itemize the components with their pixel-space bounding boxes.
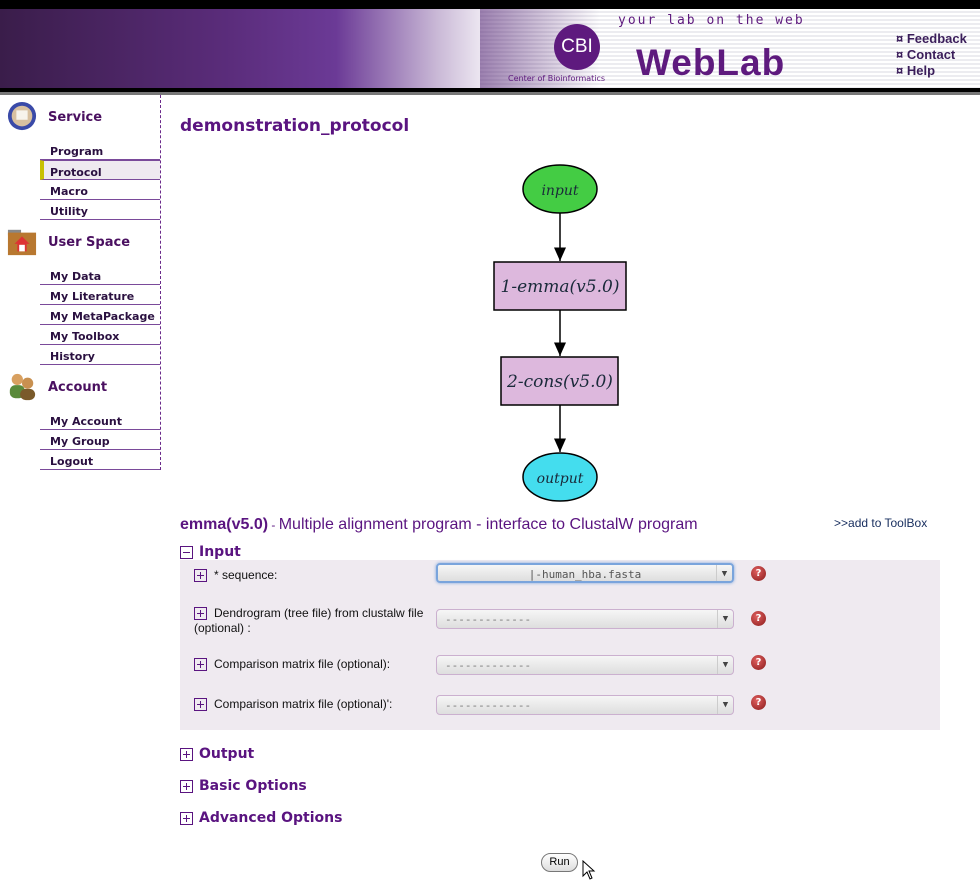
add-to-toolbox-link[interactable]: >>add to ToolBox bbox=[834, 516, 928, 530]
app-name: WebLab bbox=[636, 42, 786, 83]
lab-photo-banner bbox=[0, 9, 560, 88]
header-divider bbox=[0, 92, 980, 95]
expand-icon[interactable] bbox=[194, 698, 207, 712]
advanced-options-toggle[interactable]: Advanced Options bbox=[180, 810, 342, 826]
select-value: ------------- bbox=[445, 613, 532, 626]
flow-node-output[interactable] bbox=[522, 452, 598, 502]
expand-icon bbox=[180, 811, 193, 825]
sidebar-section-service: Service bbox=[48, 110, 103, 125]
flow-label: 2-cons(v5.0) bbox=[506, 372, 613, 392]
section-label: Advanced Options bbox=[199, 810, 343, 826]
chevron-down-icon: ▼ bbox=[717, 656, 733, 674]
cbi-ring-text: Center of Bioinformatics bbox=[508, 74, 606, 83]
sidebar-item-my-data[interactable]: My Data bbox=[40, 265, 160, 285]
help-icon[interactable]: ? bbox=[751, 695, 766, 710]
sidebar-item-utility[interactable]: Utility bbox=[40, 200, 160, 220]
tagline: your lab on the web bbox=[618, 13, 805, 28]
flow-node-input[interactable] bbox=[522, 164, 598, 214]
flow-label: output bbox=[537, 471, 584, 487]
help-icon[interactable]: ? bbox=[751, 655, 766, 670]
flow-node-cons[interactable] bbox=[500, 356, 619, 406]
dendrogram-select[interactable]: ------------- ▼ bbox=[436, 609, 734, 629]
protocol-flow-diagram: input 1-emma(v5.0) 2-cons(v5.0) output bbox=[493, 164, 627, 502]
sidebar-item-program[interactable]: Program bbox=[40, 140, 160, 160]
param-matrix2-label: Comparison matrix file (optional)': bbox=[194, 697, 430, 712]
matrix2-select[interactable]: ------------- ▼ bbox=[436, 695, 734, 715]
expand-icon bbox=[180, 747, 193, 761]
help-icon[interactable]: ? bbox=[751, 566, 766, 581]
section-label: Input bbox=[199, 544, 241, 560]
sidebar-section-user-space: User Space bbox=[48, 235, 131, 250]
bullet-icon: ¤ bbox=[896, 47, 904, 62]
expand-icon bbox=[180, 779, 193, 793]
cbi-logo: CBI bbox=[554, 24, 600, 70]
input-section-toggle[interactable]: Input bbox=[180, 544, 241, 560]
chevron-down-icon: ▼ bbox=[717, 696, 733, 714]
flow-label: input bbox=[541, 183, 578, 199]
users-icon bbox=[9, 373, 36, 401]
sidebar-item-macro[interactable]: Macro bbox=[40, 180, 160, 200]
bullet-icon: ¤ bbox=[896, 31, 904, 46]
select-value: |-human_hba.fasta bbox=[528, 568, 642, 581]
sequence-select[interactable]: |-human_hba.fasta ▼ bbox=[436, 563, 734, 583]
run-button[interactable]: Run bbox=[541, 853, 578, 872]
help-link[interactable]: ¤ Help bbox=[896, 63, 967, 79]
sidebar-item-history[interactable]: History bbox=[40, 345, 160, 365]
link-label: Feedback bbox=[906, 31, 967, 46]
page-title: demonstration_protocol bbox=[180, 116, 410, 136]
expand-icon[interactable] bbox=[194, 607, 207, 621]
sidebar-item-my-toolbox[interactable]: My Toolbox bbox=[40, 325, 160, 345]
bullet-icon: ¤ bbox=[896, 63, 904, 78]
section-label: Basic Options bbox=[199, 778, 307, 794]
sidebar-divider bbox=[160, 95, 161, 470]
select-value: ------------- bbox=[445, 699, 532, 712]
sidebar-item-my-account[interactable]: My Account bbox=[40, 410, 160, 430]
basic-options-toggle[interactable]: Basic Options bbox=[180, 778, 307, 794]
param-matrix-label: Comparison matrix file (optional): bbox=[194, 657, 430, 672]
sidebar-item-my-literature[interactable]: My Literature bbox=[40, 285, 160, 305]
flow-label: 1-emma(v5.0) bbox=[501, 277, 620, 297]
link-label: Contact bbox=[906, 47, 956, 62]
section-label: Output bbox=[199, 746, 255, 762]
sidebar-item-protocol[interactable]: Protocol bbox=[40, 160, 160, 180]
sidebar-item-logout[interactable]: Logout bbox=[40, 450, 160, 470]
chevron-down-icon: ▼ bbox=[717, 610, 733, 628]
select-value: ------------- bbox=[445, 659, 532, 672]
sidebar-item-my-metapackage[interactable]: My MetaPackage bbox=[40, 305, 160, 325]
matrix-select[interactable]: ------------- ▼ bbox=[436, 655, 734, 675]
top-links: ¤ Feedback ¤ Contact ¤ Help bbox=[896, 31, 967, 79]
flow-node-emma[interactable] bbox=[493, 261, 627, 311]
chevron-down-icon: ▼ bbox=[716, 565, 732, 581]
output-section-toggle[interactable]: Output bbox=[180, 746, 254, 762]
feedback-link[interactable]: ¤ Feedback bbox=[896, 31, 967, 47]
expand-icon[interactable] bbox=[194, 569, 207, 583]
program-name: emma(v5.0) bbox=[180, 516, 269, 533]
program-heading: emma(v5.0) - Multiple alignment program … bbox=[180, 516, 698, 534]
expand-icon[interactable] bbox=[194, 658, 207, 672]
help-icon[interactable]: ? bbox=[751, 611, 766, 626]
contact-link[interactable]: ¤ Contact bbox=[896, 47, 967, 63]
separator: - bbox=[268, 518, 279, 532]
folder-home-icon bbox=[7, 229, 37, 256]
sidebar-section-account: Account bbox=[48, 380, 108, 395]
service-icon bbox=[7, 101, 37, 131]
sidebar-item-my-group[interactable]: My Group bbox=[40, 430, 160, 450]
mouse-cursor-icon bbox=[582, 860, 596, 880]
param-sequence-label: * sequence: bbox=[194, 568, 430, 583]
collapse-icon bbox=[180, 545, 193, 559]
param-dendrogram-label: Dendrogram (tree file) from clustalw fil… bbox=[194, 606, 424, 635]
program-description: Multiple alignment program - interface t… bbox=[278, 516, 698, 533]
link-label: Help bbox=[906, 63, 936, 78]
